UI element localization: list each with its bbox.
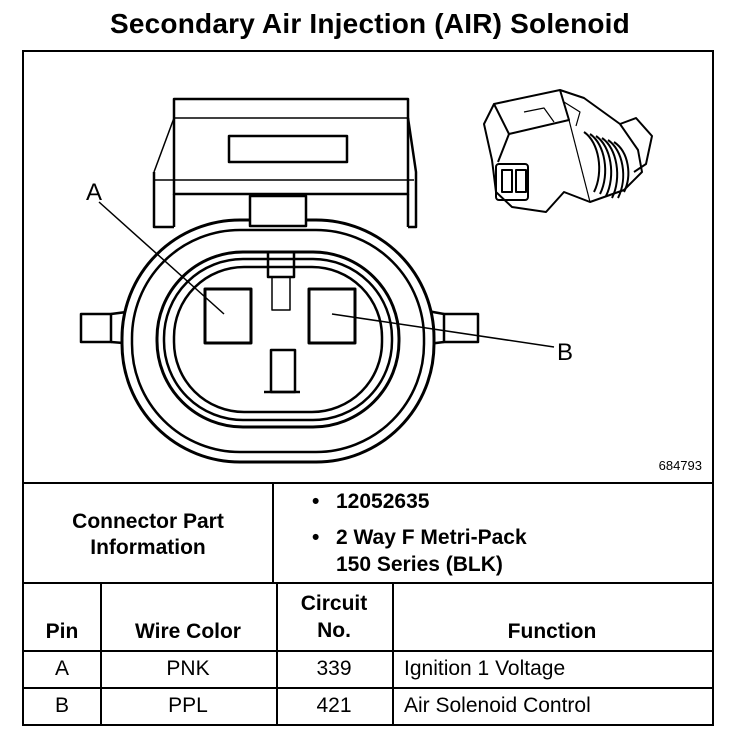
connector-keyway-top xyxy=(248,194,308,311)
divider-col-pin xyxy=(100,582,102,724)
bullet-part-number: • xyxy=(312,490,320,513)
figure-number: 684793 xyxy=(658,458,702,473)
connector-info-label-line2: Information xyxy=(90,536,206,559)
row-b-function: Air Solenoid Control xyxy=(404,694,591,717)
connector-part-number: 12052635 xyxy=(336,490,430,513)
header-circuit-line1: Circuit xyxy=(300,592,368,615)
header-function: Function xyxy=(507,620,597,643)
connector-info-label-line1: Connector Part xyxy=(72,510,224,533)
terminal-cavity-a xyxy=(203,287,253,345)
divider-row-a xyxy=(24,687,712,689)
divider-diagram xyxy=(24,482,712,484)
bullet-description: • xyxy=(312,526,320,549)
page-title: Secondary Air Injection (AIR) Solenoid xyxy=(110,8,630,39)
row-b-wire-color: PPL xyxy=(168,694,208,717)
callout-b-label: B xyxy=(557,339,573,366)
row-a-wire-color: PNK xyxy=(166,657,210,680)
divider-col-wire xyxy=(276,582,278,724)
row-a-pin: A xyxy=(54,657,69,680)
row-a-function: Ignition 1 Voltage xyxy=(404,657,566,680)
divider-table-top xyxy=(24,582,712,584)
connector-latch xyxy=(152,97,418,229)
header-circuit-line2: No. xyxy=(317,619,351,642)
row-b-circuit: 421 xyxy=(316,694,352,717)
connector-frame: A B 684793 Connector Part Information • … xyxy=(22,50,714,726)
divider-info-vertical xyxy=(272,482,274,582)
divider-header xyxy=(24,650,712,652)
connector-shell xyxy=(120,218,436,464)
callout-leaders xyxy=(98,201,555,348)
connector-description-line1: 2 Way F Metri-Pack xyxy=(336,526,527,549)
callout-a-label: A xyxy=(86,179,102,206)
row-b-pin: B xyxy=(54,694,69,717)
header-pin: Pin xyxy=(45,620,79,643)
connector-thumbnail xyxy=(483,89,653,213)
row-a-circuit: 339 xyxy=(316,657,352,680)
divider-col-circuit xyxy=(392,582,394,724)
connector-description-line2: 150 Series (BLK) xyxy=(336,553,503,576)
connector-diagram: A B xyxy=(79,89,653,464)
connector-keyway-bottom xyxy=(264,348,300,394)
header-wire-color: Wire Color xyxy=(135,620,241,643)
